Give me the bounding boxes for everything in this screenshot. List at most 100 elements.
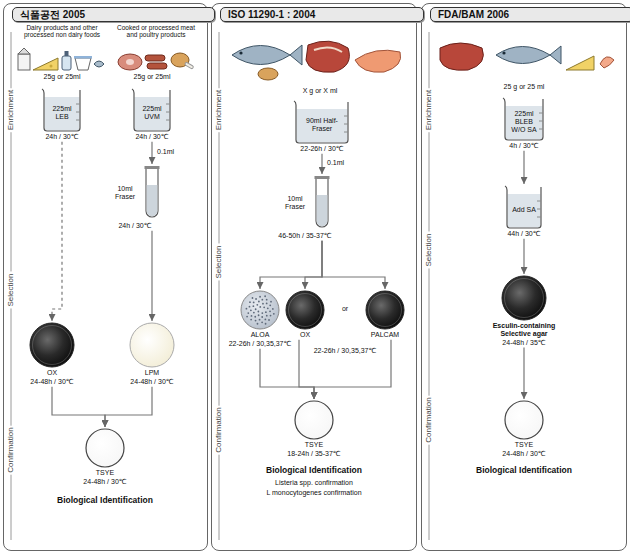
incubation-condition: 18-24h / 35-37℃ [287,450,340,458]
flow-arrow [523,151,524,184]
plate-outline [285,290,325,330]
beaker-wall [505,186,541,228]
sample-amount: 25g or 25ml [44,73,81,81]
beaker-wall [503,98,543,140]
plate-disc [286,291,324,329]
plate-colony [272,308,274,310]
plate-colony [255,308,257,310]
tube-wall [146,169,158,217]
plate-disc [30,323,74,367]
medium-volume: 90ml Half-Fraser [301,117,343,133]
plate-rim [505,279,544,318]
stage-label: Confirmation [215,405,224,454]
medium-volume: 10ml Fraser [110,185,140,201]
plate-colony [261,312,263,314]
incubation-condition: 24-48h / 30℃ [502,450,545,458]
flow-arrow [523,239,524,274]
flow-arrow [314,340,391,399]
plate-colony [270,315,272,317]
standard-title: 식품공전 2005 [12,7,215,22]
plate-colony [267,307,269,309]
final-step: Biological Identification [266,466,362,476]
plate-body [365,290,405,330]
medium-name: PALCAM [371,331,399,339]
plate-body [501,275,547,321]
plate-outline [85,428,125,468]
medium-name: TSYE [96,469,114,477]
alternative-word: or [342,305,348,313]
beaker-wall [132,89,170,131]
beaker-mark [166,112,170,113]
plate-disc [366,291,404,329]
plate-colony [273,313,275,315]
steak [306,41,349,72]
plate-body [29,322,75,368]
plate-colony [258,314,260,316]
fish-tail [550,46,561,64]
enrichment-tube: 10ml Fraser24h / 30℃ [110,165,161,230]
standard-panel: 식품공전 2005225ml LEB24h / 30℃225ml UVM24h … [3,3,208,551]
beaker-mark [537,209,541,210]
plate-body [240,290,280,330]
plate-disc [505,401,543,439]
beaker-mark [76,112,80,113]
plate-colony [266,299,268,301]
plate-colony [262,303,264,305]
ham-bone [126,59,134,65]
fda-foods [440,43,614,70]
plate-colony [259,319,261,321]
incubation-condition: 24-48h / 30℃ [30,378,73,386]
cheese-wedge [566,56,594,70]
incubation-condition: 24-48h / 30℃ [83,478,126,486]
steak [440,43,483,70]
plate-colony [246,308,248,310]
final-step: Biological Identification [476,466,572,476]
beaker-mark [166,120,170,121]
tube-liquid [317,195,328,226]
plate-body [129,322,175,368]
plate-outline [294,400,334,440]
flow-arrow [52,142,62,321]
incubation-condition: 4h / 30℃ [509,142,538,150]
plate-colony [250,319,252,321]
medium-volume: 225ml LEB [49,105,75,121]
milk-carton-roof [18,48,30,54]
flow-arrow [305,241,322,289]
plate-colony [270,301,272,303]
plate-colony [255,298,257,300]
flow-arrow [52,387,105,427]
stage-axis-lines [11,32,429,540]
enrichment-beaker: 225ml LEB24h / 30℃ [41,88,84,141]
plate-colony [261,321,263,323]
beaker-mark [539,113,543,114]
tube-liquid [147,185,158,216]
meat-foods [118,53,194,70]
agar-plate: TSYE18-24h / 35-37℃ [287,400,342,458]
beaker-body: 225ml BLEB W/O SA [502,97,546,141]
medium-volume: 225ml UVM [139,105,165,121]
medium-name: OX [47,369,57,377]
agar-plate: Esculin-containing Selective agar24-48h … [482,275,567,346]
yogurt-lid [74,56,92,59]
tube-body [144,165,160,221]
small-fish [94,61,104,67]
sausage [147,63,167,69]
medium-name: Esculin-containing Selective agar [482,322,566,338]
incubation-condition: 24h / 30℃ [135,133,168,141]
tube-body [314,175,330,231]
tube-row: 10ml Fraser [110,165,160,221]
iso-foods [232,41,401,80]
stage-label: Enrichment [425,88,434,132]
beaker-liquid [45,97,80,130]
plate-colony [259,306,261,308]
medium-name: TSYE [305,441,323,449]
plate-colony [257,311,259,313]
beaker-mark [539,129,543,130]
agar-plate: TSYE24-48h / 30℃ [83,428,128,486]
tube-rim [145,166,160,169]
enrichment-beaker: 90ml Half-Fraser22-26h / 30℃ [293,100,352,153]
yogurt-cup [75,58,91,70]
agar-plate: ALOA22-26h / 30,35,37℃ [228,290,292,348]
plate-outline [504,400,544,440]
